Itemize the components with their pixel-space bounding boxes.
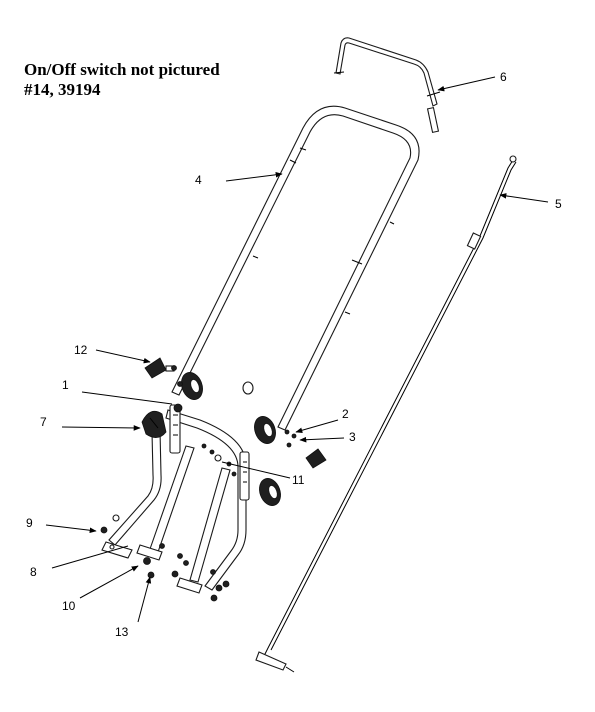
part-5-control-cable: [255, 155, 517, 673]
callout-1: 1: [62, 378, 69, 392]
callout-7: 7: [40, 415, 47, 429]
part-8-lower-bracket: [101, 541, 133, 559]
note-part-number: #14, 39194: [24, 80, 101, 99]
callout-5: 5: [555, 197, 562, 211]
callout-8: 8: [30, 565, 37, 579]
part-7-cover: [141, 410, 167, 438]
callout-10: 10: [62, 599, 76, 613]
callout-6: 6: [500, 70, 507, 84]
callout-12: 12: [74, 343, 88, 357]
part-hardware: [100, 365, 297, 602]
part-4-upper-handle: [171, 105, 420, 431]
part-6-control-bail: [333, 37, 441, 134]
part-12-handle-knob: [144, 357, 327, 469]
part-1-lower-handle: [108, 404, 250, 591]
note-switch-not-pictured: On/Off switch not pictured: [24, 60, 220, 79]
callout-13: 13: [115, 625, 129, 639]
callout-3: 3: [349, 430, 356, 444]
callout-11: 11: [292, 473, 305, 487]
part-wheel-rollers: [181, 372, 281, 506]
callout-leaders: [45, 76, 549, 623]
callout-2: 2: [342, 407, 349, 421]
callout-9: 9: [26, 516, 33, 530]
part-10-support-rails: [136, 445, 231, 594]
callout-4: 4: [195, 173, 202, 187]
